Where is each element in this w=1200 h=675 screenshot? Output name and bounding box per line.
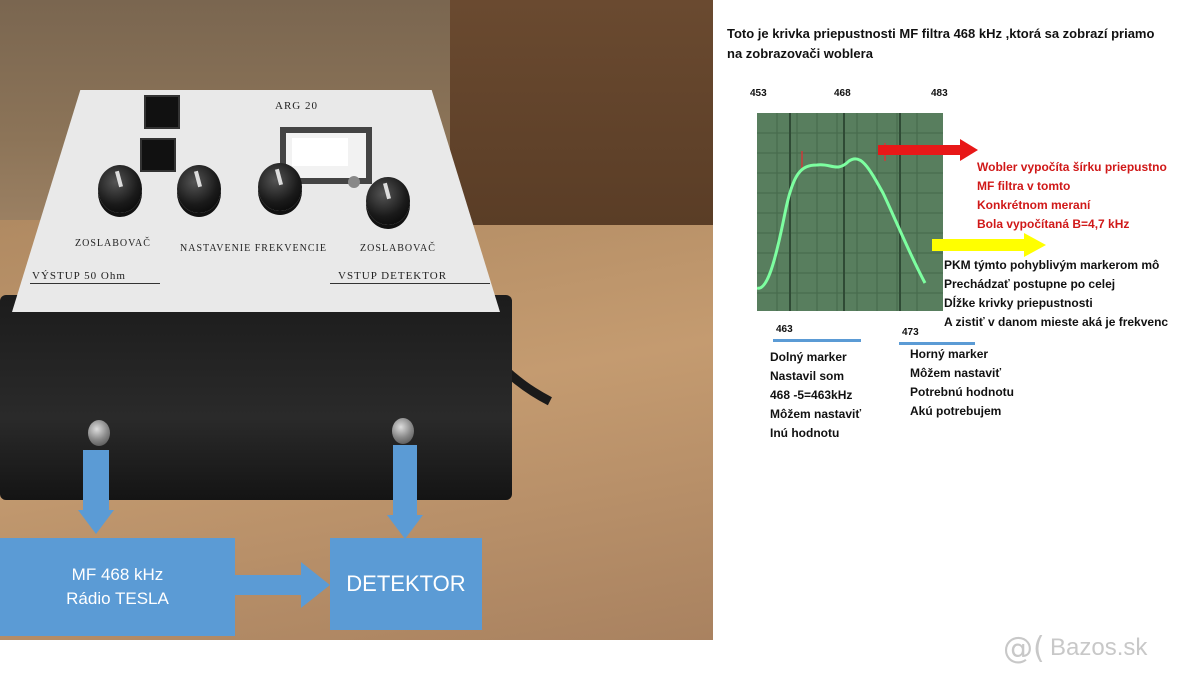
heading: Toto je krivka priepustnosti MF filtra 4… — [727, 24, 1154, 64]
marker-line4: A zistiť v danom mieste aká je frekvenc — [944, 315, 1169, 329]
detektor-box: DETEKTOR — [330, 538, 482, 630]
bazos-logo-icon: @( — [1003, 631, 1045, 666]
marker-line2: Prechádzať postupne po celej — [944, 277, 1116, 291]
label-vystup: VÝSTUP 50 Ohm — [32, 270, 126, 282]
wooden-box — [450, 0, 713, 225]
marker-annotation: PKM týmto pohyblivým markerom mô Prechád… — [944, 256, 1168, 332]
lower-line2: Nastavil som — [770, 369, 845, 383]
freq-top-468: 468 — [834, 88, 851, 99]
marker-line3: Dĺžke krivky priepustnosti — [944, 296, 1093, 310]
freq-top-453: 453 — [750, 88, 767, 99]
arrow-right-signal — [235, 562, 330, 608]
bandwidth-line1: Wobler vypočíta šírku priepustno — [977, 160, 1167, 174]
watermark-text: Bazos.sk — [1050, 634, 1148, 661]
marker-line1: PKM týmto pohyblivým markerom mô — [944, 258, 1160, 272]
bandwidth-line3: Konkrétnom meraní — [977, 198, 1091, 212]
underline-vstup — [330, 283, 490, 284]
label-zoslabovac-right: ZOSLABOVAČ — [360, 243, 436, 254]
upper-line2: Môžem nastaviť — [910, 366, 1002, 380]
upper-line1: Horný marker — [910, 347, 989, 361]
svg-text:@(: @( — [1003, 631, 1045, 666]
device-photo: ARG 20 ZOSLABOVAČ NASTAVENIE FREKVENCIE … — [0, 0, 713, 640]
input-terminal — [392, 418, 414, 444]
upper-marker-text: Horný marker Môžem nastaviť Potrebnú hod… — [910, 345, 1014, 421]
radio-box: MF 468 kHz Rádio TESLA — [0, 538, 235, 636]
heading-line1: Toto je krivka priepustnosti MF filtra 4… — [727, 26, 1155, 41]
detektor-box-label: DETEKTOR — [346, 571, 466, 596]
radio-box-line1: MF 468 kHz — [71, 565, 164, 584]
radio-box-line2: Rádio TESLA — [66, 589, 169, 608]
label-vstup: VSTUP DETEKTOR — [338, 270, 448, 282]
upper-marker-line — [899, 342, 975, 345]
underline-vystup — [30, 283, 160, 284]
device-top-panel — [12, 90, 500, 312]
lower-marker-text: Dolný marker Nastavil som 468 -5=463kHz … — [770, 348, 861, 443]
bandwidth-line4: Bola vypočítaná B=4,7 kHz — [977, 217, 1130, 231]
frequency-knob-left — [177, 165, 221, 213]
heading-line2: na zobrazovači woblera — [727, 46, 873, 61]
bandwidth-annotation: Wobler vypočíta šírku priepustno MF filt… — [977, 158, 1167, 234]
yellow-arrow — [932, 233, 1046, 257]
lower-line5: Inú hodnotu — [770, 426, 840, 440]
upper-line3: Potrebnú hodnotu — [910, 385, 1014, 399]
freq-top-483: 483 — [931, 88, 948, 99]
label-zoslabovac-left: ZOSLABOVAČ — [75, 238, 151, 249]
bandwidth-line2: MF filtra v tomto — [977, 179, 1071, 193]
red-arrow — [878, 139, 978, 161]
range-switch-2 — [140, 138, 176, 172]
device-front-panel — [0, 295, 512, 500]
freq-bottom-463: 463 — [776, 324, 793, 335]
range-switch-1 — [144, 95, 180, 129]
lower-marker-line — [773, 339, 861, 342]
lower-line3: 468 -5=463kHz — [770, 388, 853, 402]
panel-title: ARG 20 — [275, 100, 318, 112]
lower-line1: Dolný marker — [770, 350, 847, 364]
attenuator-knob-right — [366, 177, 410, 225]
freq-bottom-473: 473 — [902, 327, 919, 338]
indicator-led — [348, 176, 360, 188]
lower-line4: Môžem nastaviť — [770, 407, 862, 421]
label-nastavenie: NASTAVENIE FREKVENCIE — [180, 243, 327, 254]
attenuator-knob-left — [98, 165, 142, 213]
output-terminal — [88, 420, 110, 446]
frequency-knob-right — [258, 163, 302, 211]
upper-line4: Akú potrebujem — [910, 404, 1002, 418]
